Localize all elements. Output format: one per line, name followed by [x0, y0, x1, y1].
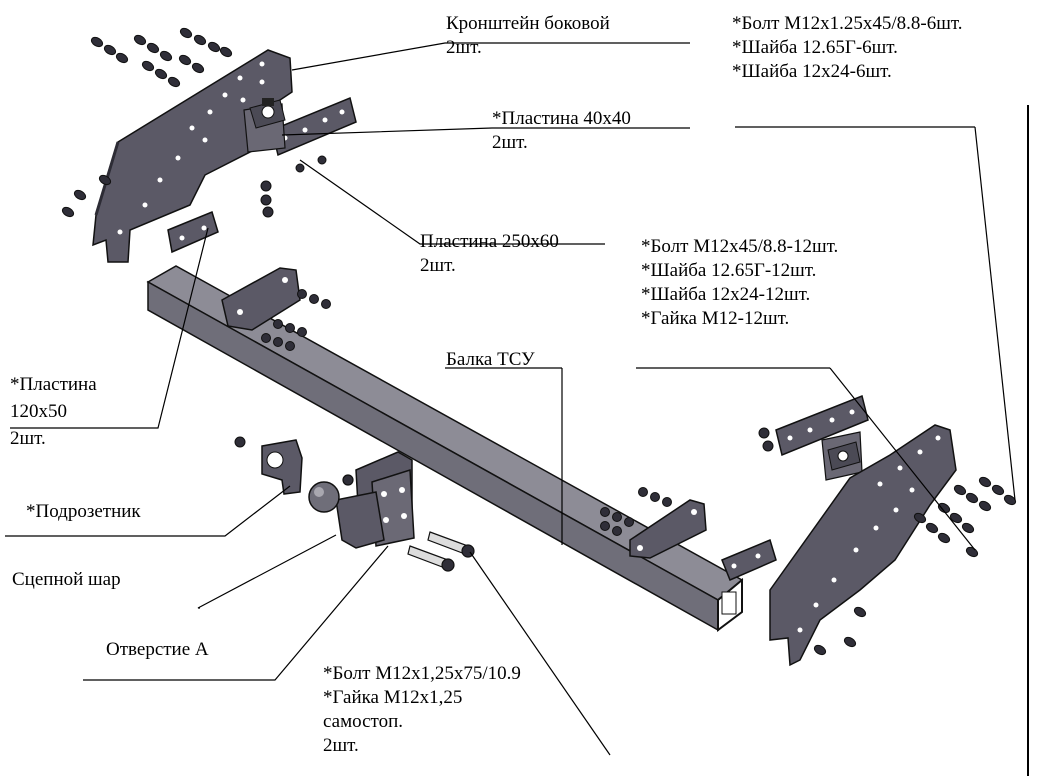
- plate-120-qty: 2шт.: [10, 428, 46, 449]
- left-plate-250x60: [243, 96, 357, 157]
- label-beam: Балка ТСУ: [446, 348, 535, 372]
- bolt-set-ball-line-2: *Гайка М12х1,25: [323, 687, 463, 708]
- beam-name: Балка ТСУ: [446, 349, 535, 370]
- side-bracket-name: Кронштейн боковой: [446, 13, 610, 34]
- nuts-beam-left: [261, 289, 331, 351]
- nuts-center-left: [260, 155, 327, 218]
- left-plate-120x50: [167, 210, 219, 254]
- label-plate-250: Пластина 250х60 2шт.: [420, 230, 559, 278]
- ball-mount: [308, 451, 415, 549]
- bolt-set-ball-line-4: 2шт.: [323, 735, 359, 756]
- towbar-beam: [146, 265, 744, 632]
- beam-right-bracket: [629, 499, 707, 559]
- hole-a-name: Отверстие А: [106, 639, 209, 660]
- bolt-set-ball-line-3: самостоп.: [323, 711, 403, 732]
- right-plate-250x60: [758, 394, 869, 481]
- label-hole-a: Отверстие А: [106, 638, 209, 662]
- right-side-bracket: [769, 424, 957, 667]
- bolt-set-main-line-3: *Шайба 12х24-12шт.: [641, 284, 811, 305]
- bolt-set-main-line-1: *Болт М12х45/8.8-12шт.: [641, 236, 839, 257]
- bolt-cluster-right: [813, 476, 1017, 656]
- plate-250-qty: 2шт.: [420, 255, 456, 276]
- right-plate-120x50: [721, 538, 777, 581]
- nuts-beam-right: [600, 487, 672, 536]
- bolt-set-main-line-2: *Шайба 12.65Г-12шт.: [641, 260, 817, 281]
- ball-bolts: [342, 474, 475, 572]
- label-socket-holder: *Подрозетник: [26, 500, 141, 524]
- socket-holder-name: *Подрозетник: [26, 501, 141, 522]
- bolt-set-side-line-2: *Шайба 12.65Г-6шт.: [732, 37, 898, 58]
- plate-120-name: *Пластина: [10, 374, 97, 395]
- plate-120-size: 120х50: [10, 401, 67, 422]
- label-bolt-set-main: *Болт М12х45/8.8-12шт. *Шайба 12.65Г-12ш…: [641, 235, 838, 331]
- bolt-set-side-line-1: *Болт М12х1.25х45/8.8-6шт.: [732, 13, 963, 34]
- left-side-bracket: [92, 49, 293, 263]
- label-bolt-set-ball: *Болт М12х1,25х75/10.9 *Гайка М12х1,25 с…: [323, 662, 521, 758]
- label-tow-ball: Сцепной шар: [12, 568, 121, 592]
- side-bracket-qty: 2шт.: [446, 37, 482, 58]
- leader-lines: [5, 42, 1016, 756]
- beam-left-bracket: [221, 267, 301, 331]
- label-plate-120: *Пластина 120х50 2шт.: [10, 371, 97, 452]
- tow-ball-name: Сцепной шар: [12, 569, 121, 590]
- plate-40-name: *Пластина 40х40: [492, 108, 631, 129]
- bolt-set-side-line-3: *Шайба 12х24-6шт.: [732, 61, 892, 82]
- socket-holder: [234, 436, 303, 495]
- bolt-set-ball-line-1: *Болт М12х1,25х75/10.9: [323, 663, 521, 684]
- label-plate-40: *Пластина 40х40 2шт.: [492, 107, 631, 155]
- label-bolt-set-side: *Болт М12х1.25х45/8.8-6шт. *Шайба 12.65Г…: [732, 12, 962, 84]
- plate-40-qty: 2шт.: [492, 132, 528, 153]
- label-side-bracket: Кронштейн боковой 2шт.: [446, 12, 610, 60]
- plate-250-name: Пластина 250х60: [420, 231, 559, 252]
- bolt-cluster-top-left: [61, 27, 233, 218]
- bolt-set-main-line-4: *Гайка М12-12шт.: [641, 308, 790, 329]
